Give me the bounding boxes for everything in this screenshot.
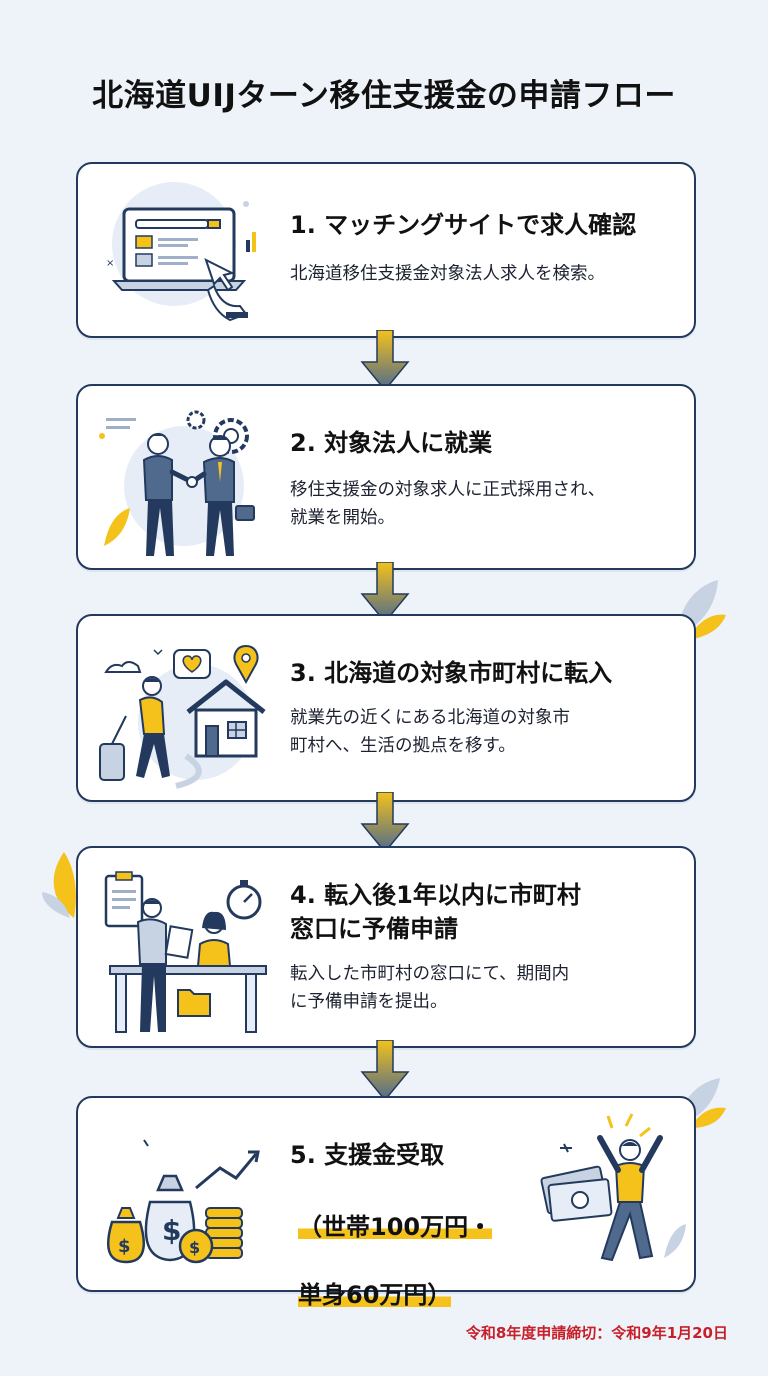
step-card-4: 4. 転入後1年以内に市町村 窓口に予備申請 転入した市町村の窓口にて、期間内 …: [76, 846, 696, 1048]
leaf-decoration-icon: [42, 852, 76, 918]
svg-text:$: $: [162, 1214, 181, 1247]
arrow-down-icon: [360, 1040, 410, 1102]
svg-text:$: $: [189, 1238, 200, 1257]
step-2-title: 2. 対象法人に就業: [290, 429, 493, 457]
step-card-1: × 1. マッチングサイトで求人確認 北海道移住支援金対象法人求人を検索。: [76, 162, 696, 338]
arrow-down-icon: [360, 562, 410, 624]
step-3-title: 3. 北海道の対象市町村に転入: [290, 659, 613, 687]
relocation-house-icon: [99, 644, 266, 789]
step-5-amount: （世帯100万円・ 単身60万円）: [298, 1176, 493, 1312]
svg-text:×: ×: [106, 258, 114, 269]
step-card-2: 2. 対象法人に就業 移住支援金の対象求人に正式採用され、 就業を開始。: [76, 384, 696, 570]
amount-household: （世帯100万円・: [298, 1213, 493, 1241]
celebrating-person-icon: [540, 1113, 686, 1262]
step-card-3: 3. 北海道の対象市町村に転入 就業先の近くにある北海道の対象市 町村へ、生活の…: [76, 614, 696, 802]
step-4-title: 4. 転入後1年以内に市町村 窓口に予備申請: [290, 881, 581, 943]
arrow-down-icon: [360, 330, 410, 392]
svg-text:$: $: [118, 1236, 131, 1257]
handshake-icon: [99, 410, 255, 556]
application-desk-icon: [104, 871, 267, 1033]
step-1-desc: 北海道移住支援金対象法人求人を検索。: [290, 264, 605, 284]
step-4-desc: 転入した市町村の窓口にて、期間内 に予備申請を提出。: [290, 964, 570, 1012]
page-title: 北海道UIJターン移住支援金の申請フロー: [92, 78, 676, 114]
step-card-5: $ $ $ 5. 支援金受取 （世帯100万円・ 単身60万円）: [76, 1096, 696, 1309]
step-5-title: 5. 支援金受取: [290, 1141, 445, 1169]
step-1-title: 1. マッチングサイトで求人確認: [290, 211, 637, 239]
arrow-down-icon: [360, 792, 410, 854]
step-3-desc: 就業先の近くにある北海道の対象市 町村へ、生活の拠点を移す。: [290, 708, 570, 756]
amount-single: 単身60万円）: [298, 1281, 452, 1309]
step-2-desc: 移住支援金の対象求人に正式採用され、 就業を開始。: [290, 480, 606, 528]
money-bags-icon: $ $ $: [107, 1139, 260, 1264]
laptop-search-icon: ×: [106, 182, 256, 322]
deadline-notice: 令和8年度申請締切：令和9年1月20日: [465, 1324, 728, 1342]
